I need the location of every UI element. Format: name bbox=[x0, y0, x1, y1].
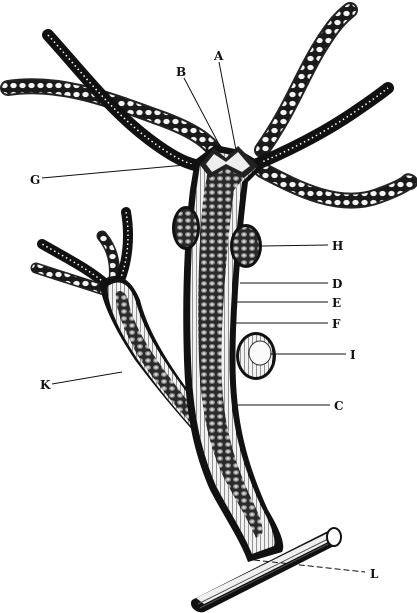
label-c: C bbox=[334, 399, 344, 413]
leader-a bbox=[219, 62, 236, 150]
leader-g bbox=[42, 164, 196, 178]
label-h: H bbox=[332, 239, 343, 253]
label-i: I bbox=[350, 348, 356, 362]
leader-h bbox=[262, 245, 328, 246]
label-l: L bbox=[370, 567, 379, 581]
label-f: F bbox=[332, 317, 341, 331]
tentacle-right-lower bbox=[262, 170, 410, 201]
leader-k bbox=[52, 372, 122, 384]
testis-swelling bbox=[230, 224, 262, 268]
label-g: G bbox=[30, 173, 40, 187]
label-d: D bbox=[332, 277, 342, 291]
label-b: B bbox=[176, 65, 186, 79]
left-swelling bbox=[172, 206, 200, 250]
label-e: E bbox=[332, 296, 341, 310]
ovum bbox=[236, 332, 276, 380]
label-k: K bbox=[40, 378, 51, 392]
label-a: A bbox=[213, 49, 224, 63]
